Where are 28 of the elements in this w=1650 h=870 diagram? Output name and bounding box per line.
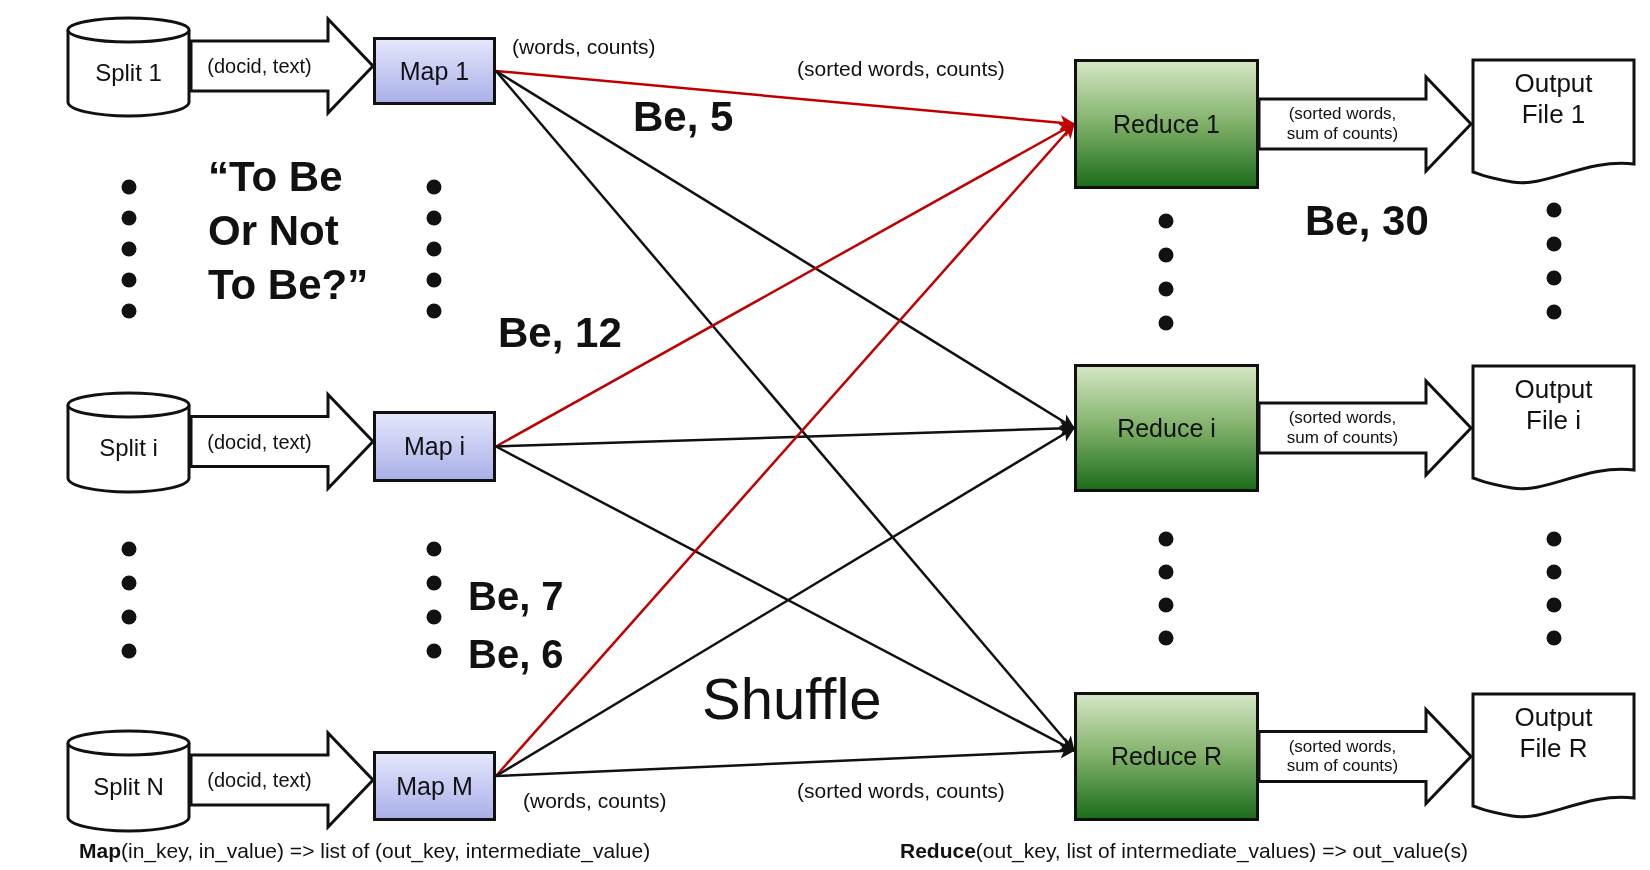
- node-label: Output File 1: [1513, 68, 1594, 131]
- annotation-text: (words, counts): [523, 788, 667, 814]
- map-box: Map 1: [373, 37, 496, 105]
- node-label: Output File R: [1513, 702, 1594, 765]
- annotation-text: Be, 30: [1305, 196, 1429, 246]
- node-label: Output File i: [1513, 374, 1594, 437]
- arrow: [495, 69, 1076, 430]
- node-label: Split 1: [95, 58, 162, 88]
- annotation-text: Map(in_key, in_value) => list of (out_key, intermediate_value): [79, 838, 651, 864]
- reduce-box: Reduce R: [1074, 692, 1259, 821]
- node-label: Split N: [93, 772, 164, 802]
- annotation-text: Be, 6: [468, 631, 564, 678]
- reduce-box: Reduce i: [1074, 364, 1259, 492]
- arrow: [495, 69, 1076, 131]
- annotation-text: (sorted words, counts): [797, 778, 1005, 804]
- reduce-box: Reduce 1: [1074, 59, 1259, 189]
- arrow: [495, 743, 1076, 778]
- map-box: Map i: [373, 411, 496, 482]
- annotation-text: Be, 5: [633, 92, 734, 142]
- annotation-text: Be, 12: [498, 308, 622, 358]
- annotation-text: (sorted words, counts): [797, 56, 1005, 82]
- annotation-text: Be, 7: [468, 573, 564, 620]
- annotation-text: “To Be Or Not To Be?”: [208, 152, 370, 310]
- map-box: Map M: [373, 751, 496, 821]
- node-label: Split i: [99, 434, 158, 463]
- annotation-text: (words, counts): [512, 34, 656, 60]
- annotation-text: Shuffle: [702, 665, 882, 733]
- annotation-text: Reduce(out_key, list of intermediate_values) => out_value(s): [900, 838, 1469, 864]
